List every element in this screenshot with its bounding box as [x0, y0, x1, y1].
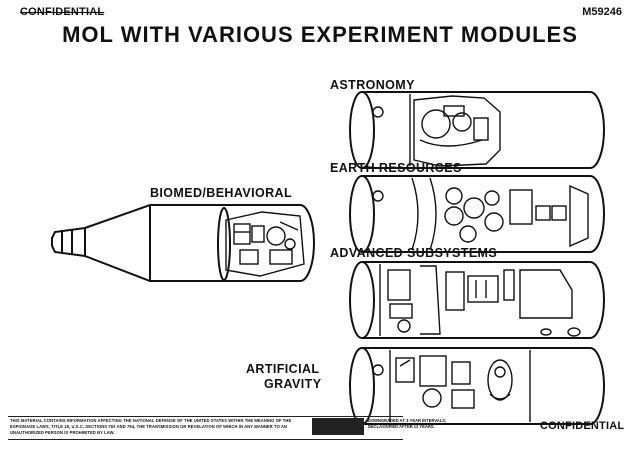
label-earth-resources: EARTH RESOURCES: [330, 161, 462, 175]
label-biomed-behavioral: BIOMED/BEHAVIORAL: [150, 186, 292, 200]
page-title: MOL WITH VARIOUS EXPERIMENT MODULES: [62, 22, 578, 47]
label-astronomy: ASTRONOMY: [330, 78, 415, 92]
footer-notice-box: [8, 416, 403, 440]
label-artificial-gravity-line2: GRAVITY: [264, 377, 322, 391]
downgrade-notice: DOWNGRADED AT 3-YEAR INTERVALS; DECLASSI…: [368, 418, 447, 429]
espionage-law-notice: THIS MATERIAL CONTAINS INFORMATION AFFEC…: [10, 418, 292, 435]
label-artificial-gravity-line1: ARTIFICIAL: [246, 362, 320, 376]
document-number: M59246: [582, 6, 622, 18]
group-stamp: [312, 418, 364, 435]
advanced-subsystems-module-drawing: [349, 261, 605, 339]
classification-marking-bottom: CONFIDENTIAL: [540, 420, 625, 432]
earth-resources-module-drawing: [349, 175, 605, 253]
biomed-vehicle-drawing: [51, 204, 315, 282]
label-advanced-subsystems: ADVANCED SUBSYSTEMS: [330, 246, 498, 260]
astronomy-module-drawing: [349, 91, 605, 169]
artificial-gravity-module-drawing: [349, 347, 605, 425]
classification-marking-top: CONFIDENTIAL: [20, 6, 105, 18]
